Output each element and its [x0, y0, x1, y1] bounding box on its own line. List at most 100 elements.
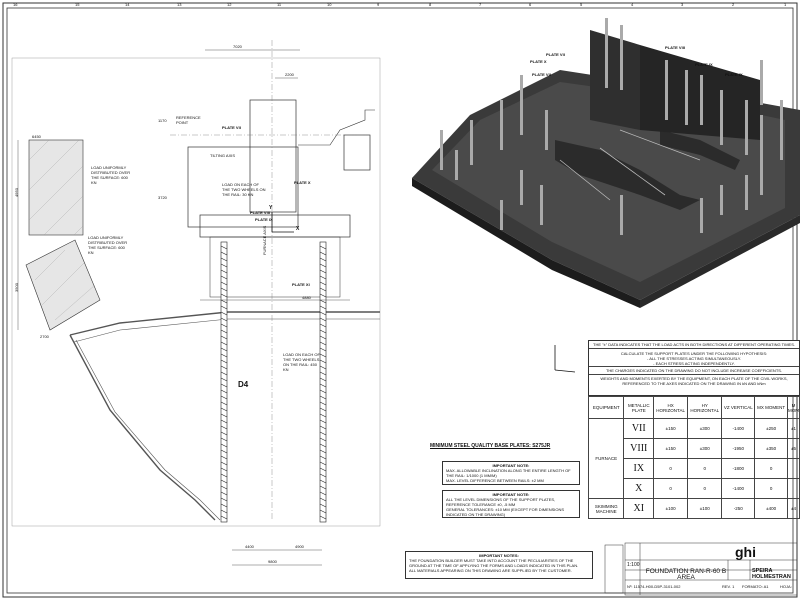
- rail-tie: [319, 461, 327, 466]
- drawing-number: Nº: 11574-H00-D5P-3101-002: [627, 584, 681, 589]
- revision: REV. 1: [722, 584, 735, 589]
- rail-tie: [319, 287, 327, 292]
- scale-value: 1:100: [627, 562, 640, 568]
- iso-column-post: [700, 75, 703, 125]
- rail-tie: [319, 437, 327, 442]
- col-number: 3: [681, 2, 684, 7]
- rail-tie: [220, 311, 228, 316]
- rail-tie: [319, 335, 327, 340]
- rail-tie: [319, 443, 327, 448]
- rail-tie: [220, 269, 228, 274]
- load-label-mid: LOAD UNIFORMLY DISTRIBUTED OVER THE SURF…: [88, 235, 128, 255]
- rail-label-d4: D4: [238, 380, 249, 389]
- note-title: IMPORTANT NOTES:: [479, 553, 519, 558]
- mx-cell: 0: [754, 458, 788, 479]
- col-number: 10: [327, 2, 332, 7]
- plate-xi-label: PLATE XI: [292, 282, 310, 287]
- iso-column-post: [665, 60, 668, 120]
- hx-cell: 0: [653, 478, 689, 499]
- rail-tie: [319, 449, 327, 454]
- rail-tie: [220, 407, 228, 412]
- dim-7020: 7020: [233, 44, 242, 49]
- important-note-tolerance: IMPORTANT NOTE: ALL THE LEVEL DIMENSIONS…: [442, 490, 580, 518]
- important-notes-foundation: IMPORTANT NOTES: THE FOUNDATION BUILDER …: [405, 551, 593, 579]
- rail-tie: [220, 329, 228, 334]
- rail-tie: [319, 515, 327, 520]
- iso-column-post: [545, 110, 548, 150]
- rail-tie: [319, 419, 327, 424]
- rail-tie: [220, 437, 228, 442]
- note-line: THE FOUNDATION BUILDER MUST TAKE INTO AC…: [409, 558, 579, 568]
- rail-tie: [220, 503, 228, 508]
- mx-cell: ±350: [754, 438, 788, 459]
- tilting-axis-label: TILTING AXIS: [210, 153, 236, 158]
- plan-view: [11, 40, 381, 566]
- rail-tie: [220, 317, 228, 322]
- hx-cell: ±150: [653, 438, 689, 459]
- vz-cell: -1800: [721, 458, 756, 479]
- rail-tie: [319, 281, 327, 286]
- rail-tie: [220, 395, 228, 400]
- load-table-header: THE "±" DATA INDICATES THAT THE LOAD ACT…: [588, 340, 800, 396]
- rail-tie: [220, 353, 228, 358]
- load-label-top: LOAD UNIFORMLY DISTRIBUTED OVER THE SURF…: [91, 165, 131, 185]
- rail-tie: [220, 365, 228, 370]
- m-cell: [786, 478, 800, 499]
- note-title: IMPORTANT NOTE:: [492, 463, 530, 468]
- axis-x-label: X: [296, 226, 300, 232]
- iso-column-post: [520, 75, 523, 135]
- load-hypothesis: CALCULATE THE SUPPORT PLATES UNDER THE F…: [620, 351, 768, 356]
- rail-tie: [319, 299, 327, 304]
- iso-column-post: [760, 150, 763, 195]
- rail-tie: [220, 389, 228, 394]
- load-patch-top-hatch: [28, 139, 84, 236]
- format: FORMATO: A1: [742, 584, 769, 589]
- rail-tie: [220, 485, 228, 490]
- rail-tie: [220, 281, 228, 286]
- col-number: 13: [177, 2, 182, 7]
- plate-ix-block: [199, 214, 351, 238]
- isometric-view: [412, 18, 800, 308]
- iso-column-post: [760, 60, 763, 105]
- plate-cell: IX: [623, 458, 655, 479]
- rail-tie: [319, 263, 327, 268]
- rail-tie: [220, 419, 228, 424]
- rail-tie: [319, 323, 327, 328]
- rail-tie: [319, 413, 327, 418]
- load-coeff: THE CHARGES INDICATED ON THE DRAWING DO …: [589, 367, 799, 375]
- col-number: 7: [479, 2, 482, 7]
- iso-column-post: [455, 150, 458, 180]
- col-number: 12: [227, 2, 232, 7]
- load-weights: WEIGHTS AND MOMENTS EXERTED BY THE EQUIP…: [600, 376, 788, 386]
- iso-column-post: [620, 25, 623, 90]
- rail-tie: [220, 323, 228, 328]
- col-number: 15: [75, 2, 80, 7]
- rail-tie: [319, 479, 327, 484]
- note-line: MAX. ALLOWABLE INCLINATION ALONG THE ENT…: [446, 468, 571, 478]
- rail-tie: [319, 491, 327, 496]
- rail-tie: [220, 245, 228, 250]
- rail-tie: [319, 317, 327, 322]
- col-number: 8: [429, 2, 432, 7]
- col-number: 6: [529, 2, 532, 7]
- iso-column-post: [520, 170, 523, 205]
- iso-column-post: [685, 70, 688, 125]
- hy-cell: ±100: [687, 498, 723, 519]
- rail-tie: [220, 383, 228, 388]
- vz-cell: -1950: [721, 438, 756, 459]
- iso-column-post: [620, 195, 623, 235]
- rail-tie: [319, 353, 327, 358]
- rail-tie: [220, 371, 228, 376]
- iso-plate-ix-2-label: PLATE IX: [725, 72, 743, 77]
- col-number: 16: [13, 2, 18, 7]
- rail-tie: [220, 467, 228, 472]
- dim-3720: 3720: [158, 195, 167, 200]
- load-patch-mid: [25, 239, 101, 331]
- dim-9800: 9800: [268, 559, 277, 564]
- rail-tie: [319, 497, 327, 502]
- header-mx: MX MOMENT: [754, 396, 788, 419]
- rail-tie: [220, 509, 228, 514]
- rail-tie: [319, 485, 327, 490]
- note-line: ALL THE LEVEL DIMENSIONS OF THE SUPPORT …: [446, 497, 556, 507]
